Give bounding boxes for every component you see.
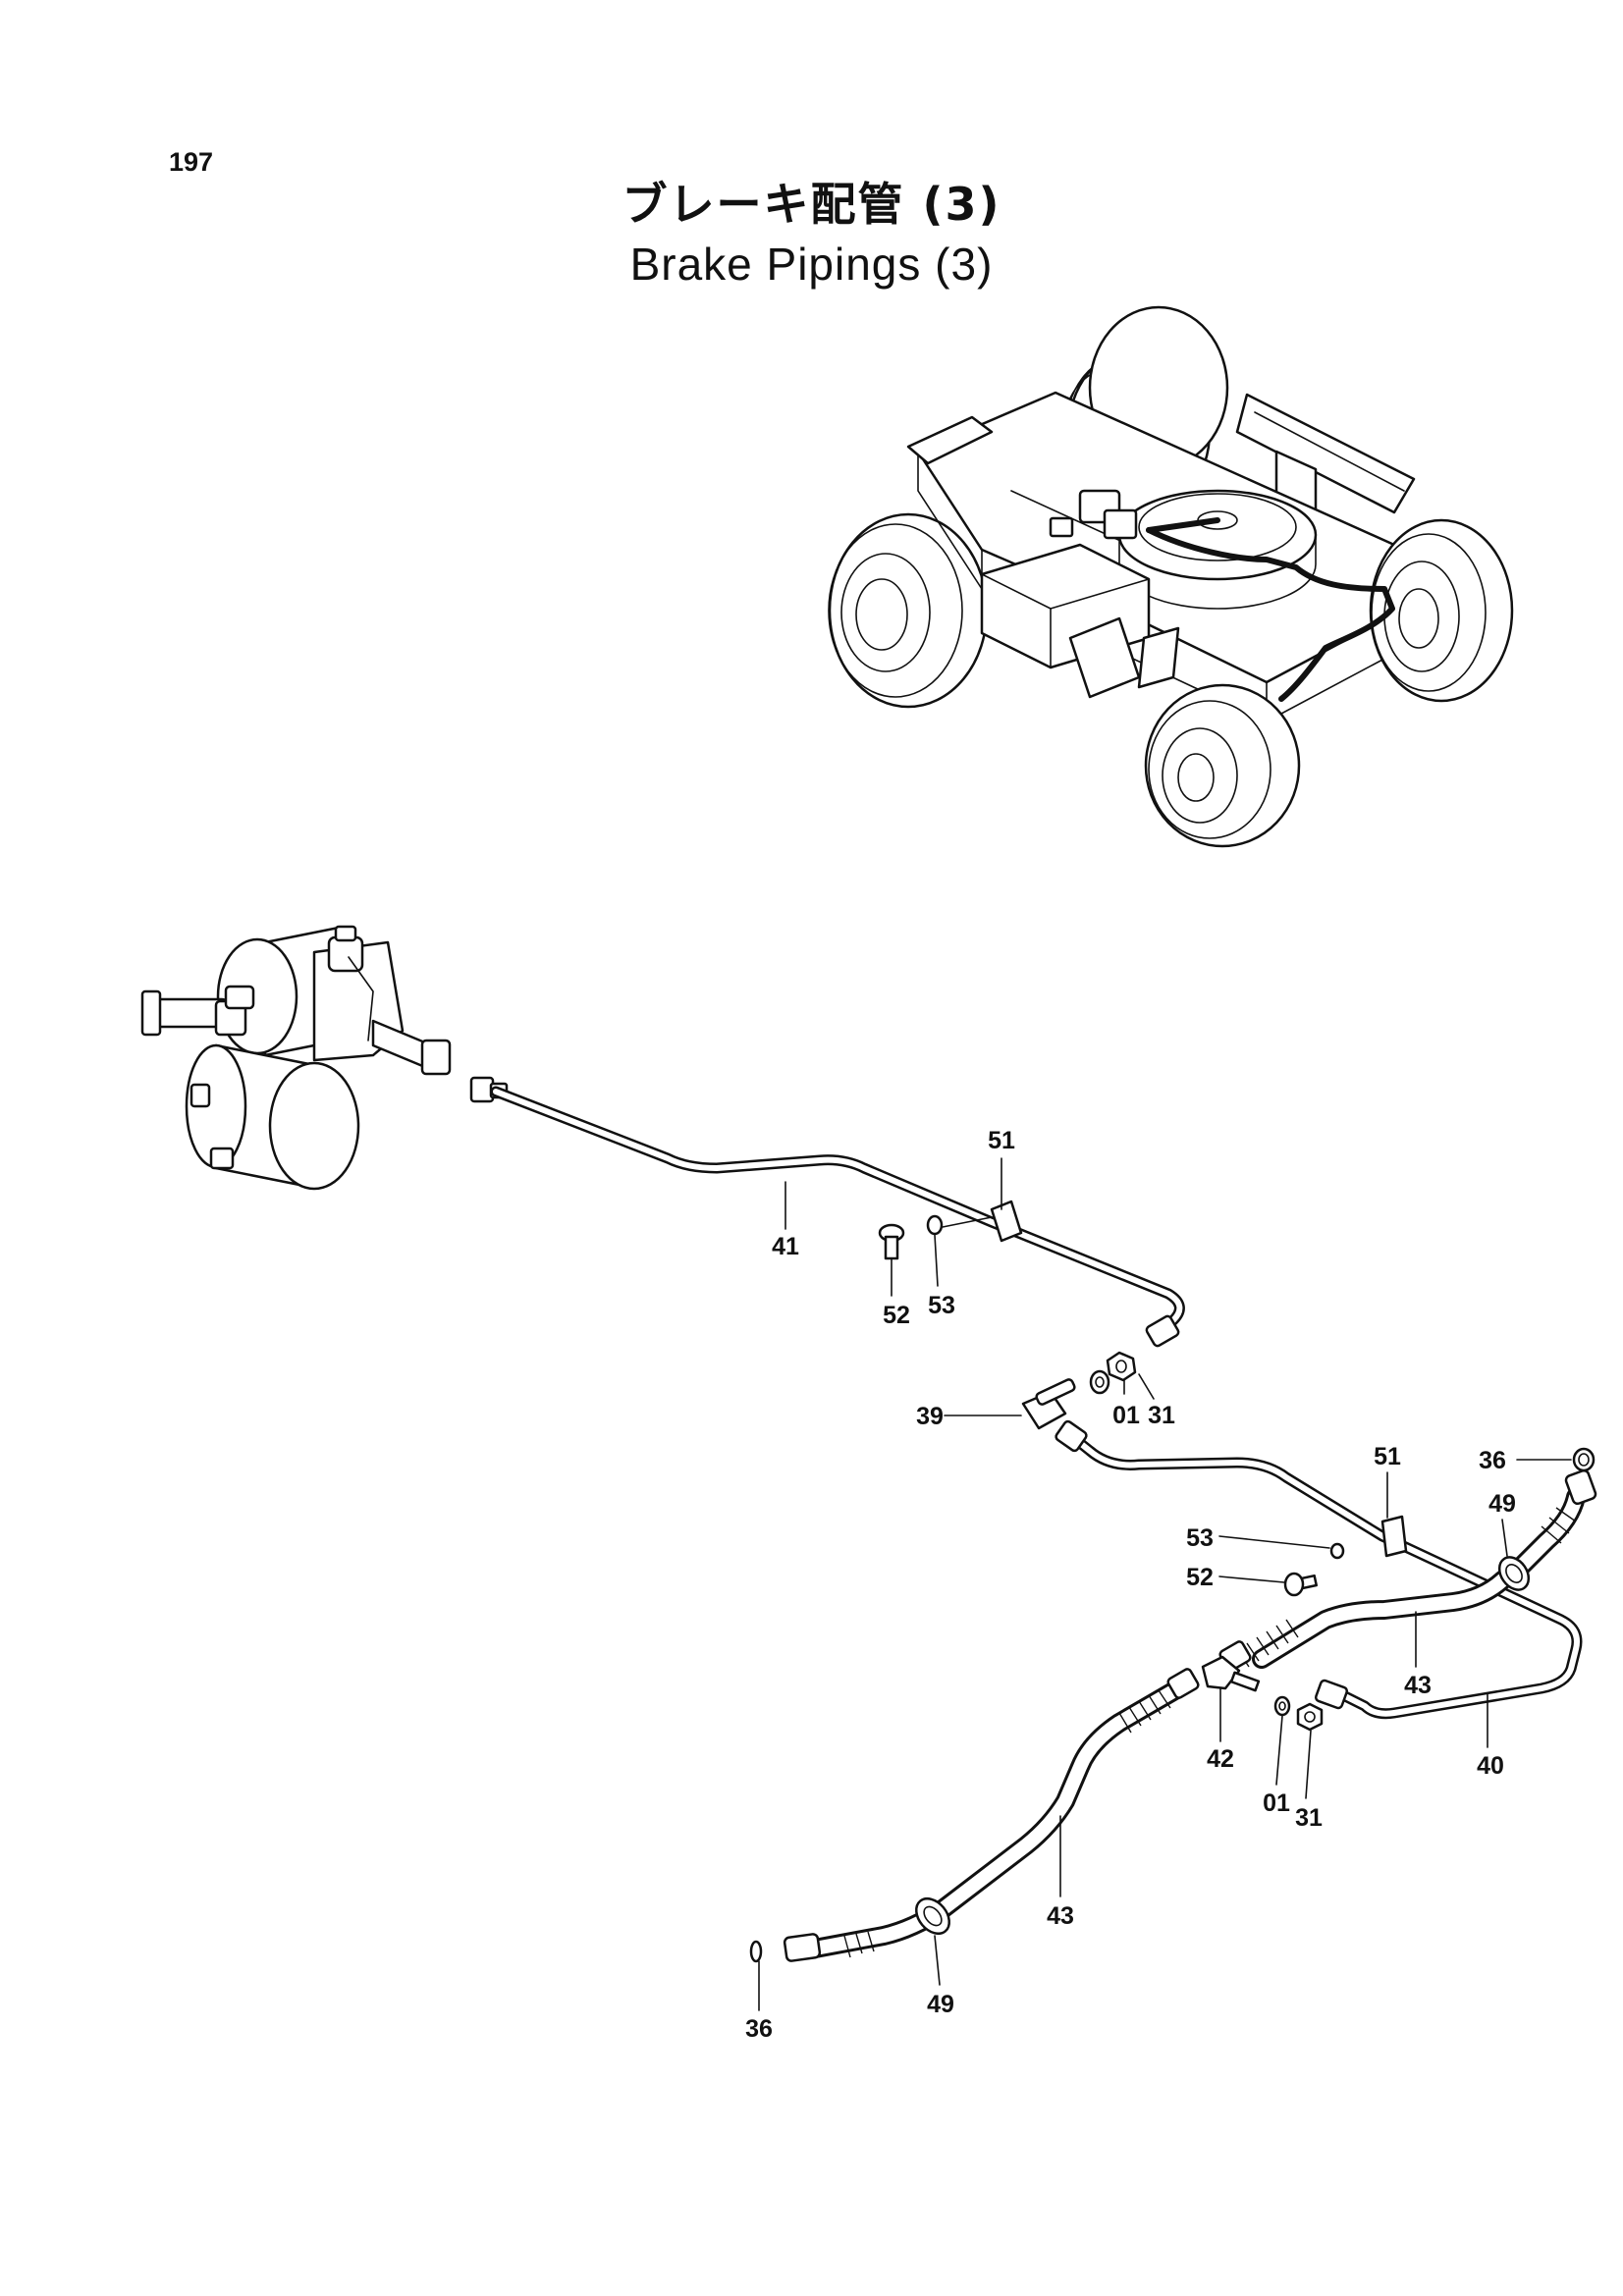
- callout-31-lower: 31: [1295, 1804, 1323, 1832]
- front-right-tire: [1369, 518, 1514, 703]
- elbow-fitting-39: [1021, 1378, 1076, 1430]
- callout-42: 42: [1207, 1745, 1234, 1773]
- nut-31-lower: [1296, 1702, 1324, 1732]
- washer-01-lower: [1273, 1695, 1291, 1717]
- tee-fitting-42: [1201, 1655, 1261, 1692]
- page-number: 197: [169, 147, 214, 177]
- callout-52-lower: 52: [1186, 1564, 1214, 1591]
- front-frame-box: [980, 543, 1180, 699]
- callout-01-upper: 01: [1112, 1402, 1140, 1429]
- brake-hose-43-upper: [1218, 1468, 1597, 1672]
- brake-valve-assembly: [140, 925, 509, 1191]
- page-title-japanese: ブレーキ配管 (3): [622, 178, 1001, 231]
- brake-hose-43-lower: [783, 1668, 1200, 1962]
- washer-53-lower: [1329, 1542, 1345, 1560]
- pipe-clip-51-upper: [990, 1200, 1023, 1243]
- nut-31-upper: [1106, 1351, 1137, 1382]
- callout-39: 39: [916, 1403, 944, 1430]
- callout-31-upper: 31: [1148, 1402, 1175, 1429]
- pipe-clip-51-lower: [1380, 1515, 1408, 1558]
- callout-36-upper: 36: [1479, 1447, 1506, 1474]
- bolt-52-lower: [1283, 1572, 1318, 1597]
- brake-pipe-41: [490, 1086, 1185, 1348]
- lower-tire: [1144, 683, 1301, 848]
- callout-43-lower: 43: [1047, 1902, 1074, 1930]
- callout-53-upper: 53: [928, 1292, 955, 1319]
- callout-41: 41: [772, 1233, 799, 1260]
- front-left-tire: [828, 512, 989, 709]
- callout-49-lower: 49: [927, 1991, 954, 2018]
- callout-01-lower: 01: [1263, 1789, 1290, 1817]
- callout-52-upper: 52: [883, 1302, 910, 1329]
- callout-51-upper: 51: [988, 1127, 1015, 1154]
- washer-01-upper: [1089, 1369, 1110, 1395]
- callout-43-upper: 43: [1404, 1672, 1432, 1699]
- washer-53-upper: [926, 1214, 944, 1236]
- chassis-overview-illustration: [828, 305, 1514, 848]
- brake-pipe-40: [1055, 1419, 1583, 1720]
- callout-36-lower: 36: [745, 2015, 773, 2043]
- bolt-52-upper: [878, 1223, 905, 1260]
- seal-36-upper: [1572, 1447, 1596, 1472]
- callout-49-upper: 49: [1488, 1490, 1516, 1518]
- highlighted-brake-pipe-route: [1146, 517, 1395, 702]
- callout-40: 40: [1477, 1752, 1504, 1780]
- callout-labels: 51 41 52 53 39 01 31 51 36 49 53 52 43 4…: [745, 1127, 1516, 2043]
- leader-lines: [758, 1157, 1572, 2011]
- page-title-english: Brake Pipings (3): [629, 239, 994, 290]
- callout-53-lower: 53: [1186, 1524, 1214, 1552]
- callout-51-lower: 51: [1374, 1443, 1401, 1470]
- brake-valve-unit: [1049, 489, 1138, 540]
- seal-36-lower: [749, 1940, 763, 1963]
